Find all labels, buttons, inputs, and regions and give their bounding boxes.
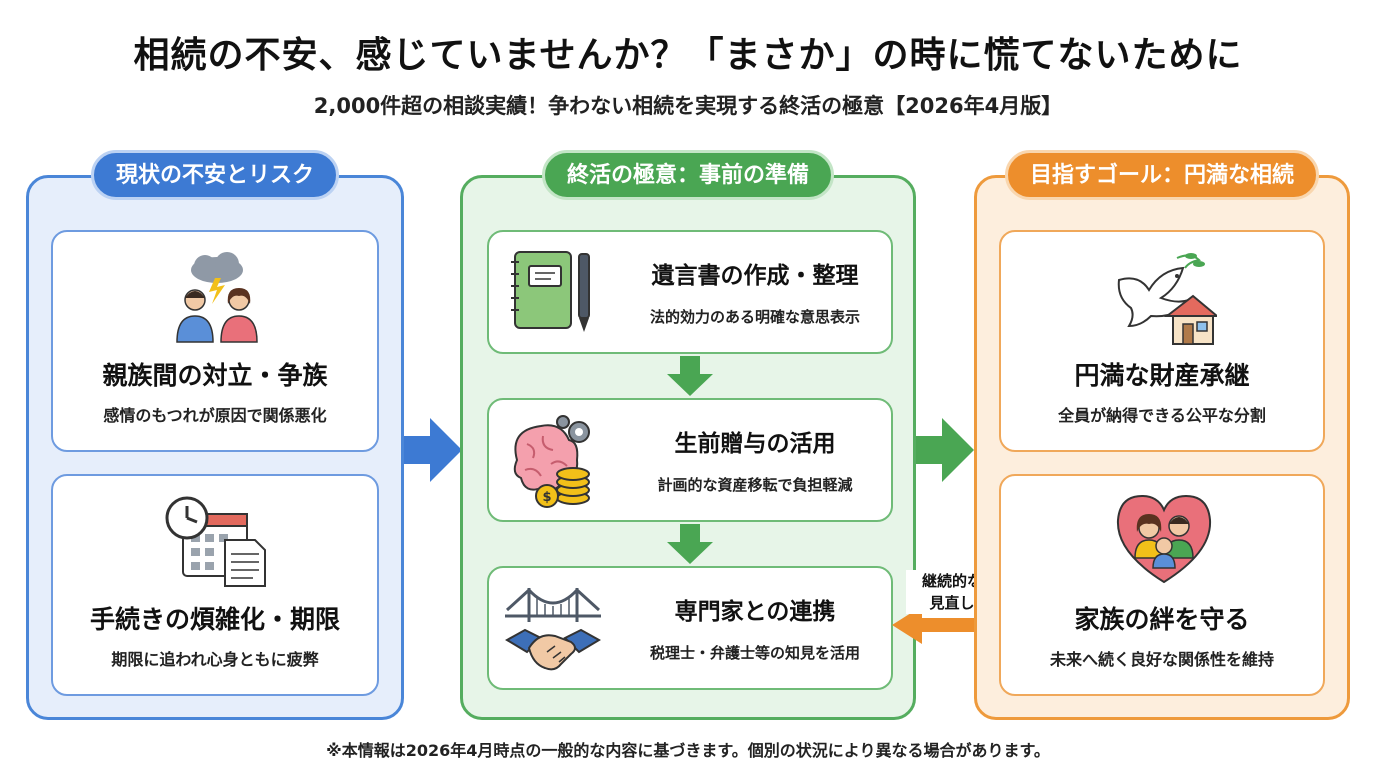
preparation-panel: 終活の極意：事前の準備 遺言書の作成・整理 法的効力のある明確な意思表示: [460, 150, 916, 720]
notebook-pen-icon: [511, 251, 590, 332]
svg-text:$: $: [542, 490, 551, 505]
card-desc: 税理士・弁護士等の知見を活用: [649, 644, 860, 662]
footnote: ※本情報は2026年4月時点の一般的な内容に基づきます。個別の状況により異なる場…: [326, 741, 1050, 760]
clock-calendar-document-icon: [165, 496, 266, 587]
card-family-conflict: 親族間の対立・争族 感情のもつれが原因で関係悪化: [51, 230, 379, 452]
dove-house-icon: [1117, 253, 1217, 345]
card-title: 手続きの煩雑化・期限: [89, 605, 340, 634]
bridge-handshake-icon: [505, 587, 601, 671]
card-desc: 期限に追われ心身ともに疲弊: [111, 650, 319, 669]
card-desc: 未来へ続く良好な関係性を維持: [1049, 650, 1274, 669]
card-title: 円満な財産承継: [1074, 361, 1250, 390]
card-procedures: 手続きの煩雑化・期限 期限に追われ心身ともに疲弊: [51, 474, 379, 696]
family-conflict-icon: [176, 252, 258, 343]
current-risks-panel: 現状の不安とリスク 親族間の対立・争族 感情のもつれが原因で関係悪化: [26, 150, 404, 720]
card-desc: 計画的な資産移転で負担軽減: [657, 476, 853, 494]
card-will: 遺言書の作成・整理 法的効力のある明確な意思表示: [487, 230, 893, 354]
card-title: 遺言書の作成・整理: [651, 263, 859, 289]
card-smooth-succession: 円満な財産承継 全員が納得できる公平な分割: [999, 230, 1325, 452]
card-title: 家族の絆を守る: [1074, 605, 1250, 634]
page-subtitle: 2,000件超の相談実績！争わない相続を実現する終活の極意【2026年4月版】: [313, 94, 1063, 118]
feedback-label-line2: 見直し: [929, 594, 975, 612]
flow-arrow-down-1: [667, 356, 713, 396]
family-heart-icon: [1116, 494, 1212, 584]
flow-arrow-down-2: [667, 524, 713, 564]
brain-gears-coins-icon: $: [513, 415, 590, 508]
flow-arrow-right-blue: [404, 418, 462, 482]
card-title: 専門家との連携: [674, 599, 836, 625]
feedback-label-line1: 継続的な: [921, 572, 982, 590]
card-desc: 感情のもつれが原因で関係悪化: [103, 406, 327, 425]
card-family-bond: 家族の絆を守る 未来へ続く良好な関係性を維持: [999, 474, 1325, 696]
card-desc: 全員が納得できる公平な分割: [1058, 406, 1266, 425]
card-title: 親族間の対立・争族: [102, 361, 328, 390]
preparation-label: 終活の極意：事前の準備: [541, 150, 835, 200]
feedback-arrow-left: [892, 606, 1002, 644]
goal-panel: 目指すゴール：円満な相続 円満な財産承継 全員が納得できる公平な分割: [974, 150, 1350, 720]
card-lifetime-gift: $ 生前贈与の活用 計画的な資産移転で負担軽減: [487, 398, 893, 522]
current-risks-label: 現状の不安とリスク: [90, 150, 340, 200]
flow-arrow-right-green: [916, 418, 974, 482]
page-title: 相続の不安、感じていませんか？「まさか」の時に慌てないために: [133, 35, 1243, 76]
card-experts: 専門家との連携 税理士・弁護士等の知見を活用: [487, 566, 893, 690]
card-title: 生前贈与の活用: [674, 431, 836, 457]
card-desc: 法的効力のある明確な意思表示: [649, 308, 860, 326]
goal-label: 目指すゴール：円満な相続: [1004, 150, 1320, 200]
